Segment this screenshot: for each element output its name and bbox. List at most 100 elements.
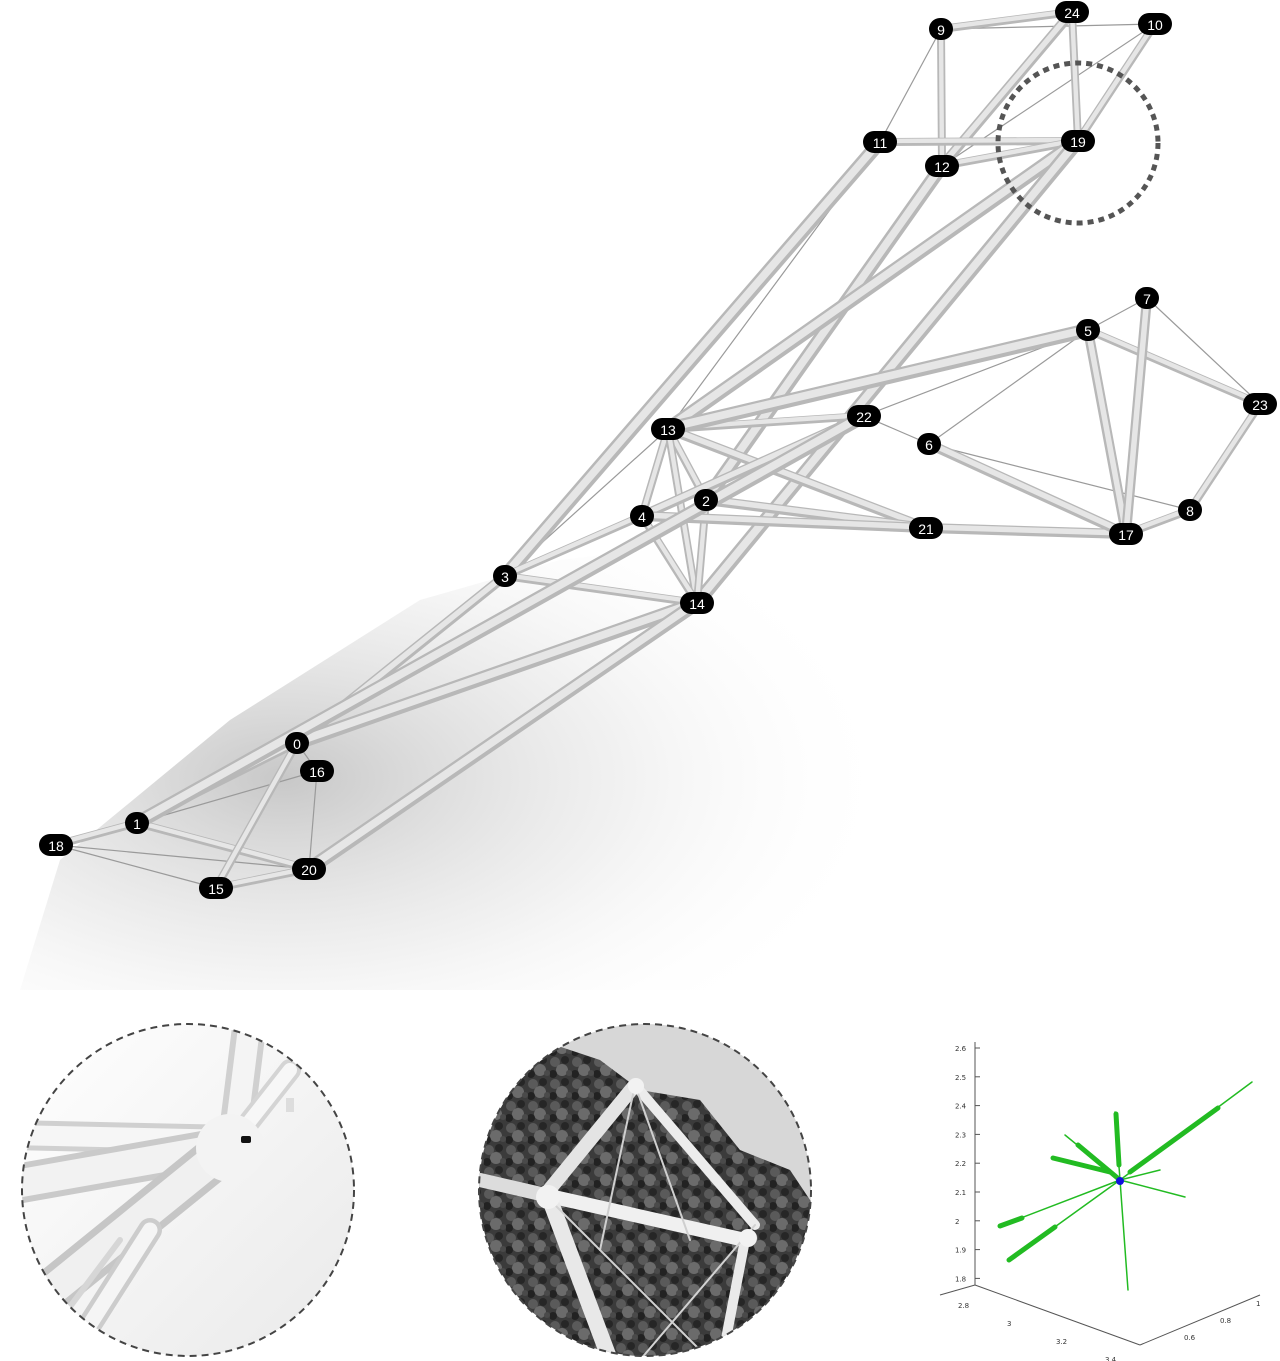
strut-13-4 (638, 425, 672, 520)
node-12: 12 (925, 155, 959, 177)
cable-6-5 (928, 329, 1089, 445)
node-badge (1178, 499, 1202, 521)
y-tick-label: 2.1 (955, 1189, 966, 1197)
cable-20-18 (55, 844, 310, 870)
node-label: 17 (1118, 527, 1134, 543)
node-10: 10 (1138, 13, 1172, 35)
node-2: 2 (694, 489, 718, 511)
y-tick-label: 1.9 (955, 1247, 966, 1255)
node-badge (694, 489, 718, 511)
node-badge (39, 834, 73, 856)
y-tick-label: 2 (955, 1218, 959, 1226)
ground-shadow (20, 520, 900, 990)
strut-12-19 (938, 137, 1082, 170)
node-badge (1055, 1, 1089, 23)
node-21: 21 (909, 517, 943, 539)
strut-3-14 (501, 572, 701, 607)
node-label: 9 (937, 22, 945, 38)
node-badge (917, 433, 941, 455)
node-badge (1135, 287, 1159, 309)
node-8: 8 (1178, 499, 1202, 521)
strut-6-17 (924, 439, 1131, 539)
strut-1-20 (133, 819, 313, 873)
node-1: 1 (125, 812, 149, 834)
node-badge (1243, 393, 1277, 415)
node-label: 8 (1186, 503, 1194, 519)
node-label: 0 (293, 736, 301, 752)
node-7: 7 (1135, 287, 1159, 309)
node-label: 19 (1070, 134, 1086, 150)
cable-9-11 (879, 28, 942, 143)
node-badge (929, 18, 953, 40)
node-badge (863, 131, 897, 153)
node-label: 7 (1143, 291, 1151, 307)
node-badge (1076, 319, 1100, 341)
node-badge (292, 858, 326, 880)
node-20: 20 (292, 858, 326, 880)
z-tick-label: 0.6 (1184, 1334, 1196, 1342)
cable-16-20 (308, 770, 318, 870)
y-tick-label: 1.8 (955, 1275, 966, 1283)
node-label: 5 (1084, 323, 1092, 339)
strut-layer (52, 7, 1264, 892)
node-label: 6 (925, 437, 933, 453)
cable-6-8 (928, 443, 1191, 511)
node-17: 17 (1109, 523, 1143, 545)
strut-13-21 (663, 424, 931, 533)
node-0: 0 (285, 732, 309, 754)
node-label: 15 (208, 881, 224, 897)
node-label: 22 (856, 409, 872, 425)
strut-12-2 (699, 159, 949, 507)
node-18: 18 (39, 834, 73, 856)
y-tick-label: 2.2 (955, 1160, 966, 1168)
y-tick-label: 2.4 (955, 1103, 967, 1111)
node-badge (300, 760, 334, 782)
node-badge (925, 155, 959, 177)
node-badge (1061, 130, 1095, 152)
strut-24-19 (1068, 8, 1082, 145)
node-label: 13 (660, 422, 676, 438)
highlight-ring (995, 60, 1161, 226)
strut-11-19 (876, 137, 1082, 146)
node-15: 15 (199, 877, 233, 899)
node-label: 12 (934, 159, 950, 175)
plot-members (997, 1081, 1253, 1291)
node-badge (493, 565, 517, 587)
node-3: 3 (493, 565, 517, 587)
y-tick-label: 2.5 (955, 1074, 966, 1082)
y-tick-label: 2.3 (955, 1131, 966, 1139)
cable-18-15 (55, 844, 217, 889)
plot-x-ticks: 2.833.23.4 (958, 1302, 1117, 1361)
x-tick-label: 2.8 (958, 1302, 969, 1310)
node-14: 14 (680, 592, 714, 614)
z-tick-label: 1 (1256, 1300, 1260, 1308)
node-badge (680, 592, 714, 614)
node-23: 23 (1243, 393, 1277, 415)
node-19: 19 (1061, 130, 1095, 152)
node-24: 24 (1055, 1, 1089, 23)
node-16: 16 (300, 760, 334, 782)
strut-21-17 (921, 523, 1131, 539)
node-label: 24 (1064, 5, 1080, 21)
strut-10-19 (1074, 20, 1159, 145)
node-22: 22 (847, 405, 881, 427)
node-badge (125, 812, 149, 834)
node-badge (285, 732, 309, 754)
strut-11-3 (498, 135, 887, 583)
strut-14-0 (290, 596, 704, 750)
plot-z-ticks: 0.60.81 (1184, 1300, 1260, 1342)
detail-photo-structure (478, 1023, 812, 1357)
node-label: 16 (309, 764, 325, 780)
strut-13-5 (661, 323, 1095, 436)
strut-23-8 (1186, 400, 1264, 514)
node-label: 4 (638, 509, 646, 525)
node-label: 21 (918, 521, 934, 537)
node-label: 1 (133, 816, 141, 832)
node-label: 3 (501, 569, 509, 585)
strut-22-1 (130, 409, 871, 830)
node-badge (1138, 13, 1172, 35)
node-label: 11 (873, 135, 888, 151)
